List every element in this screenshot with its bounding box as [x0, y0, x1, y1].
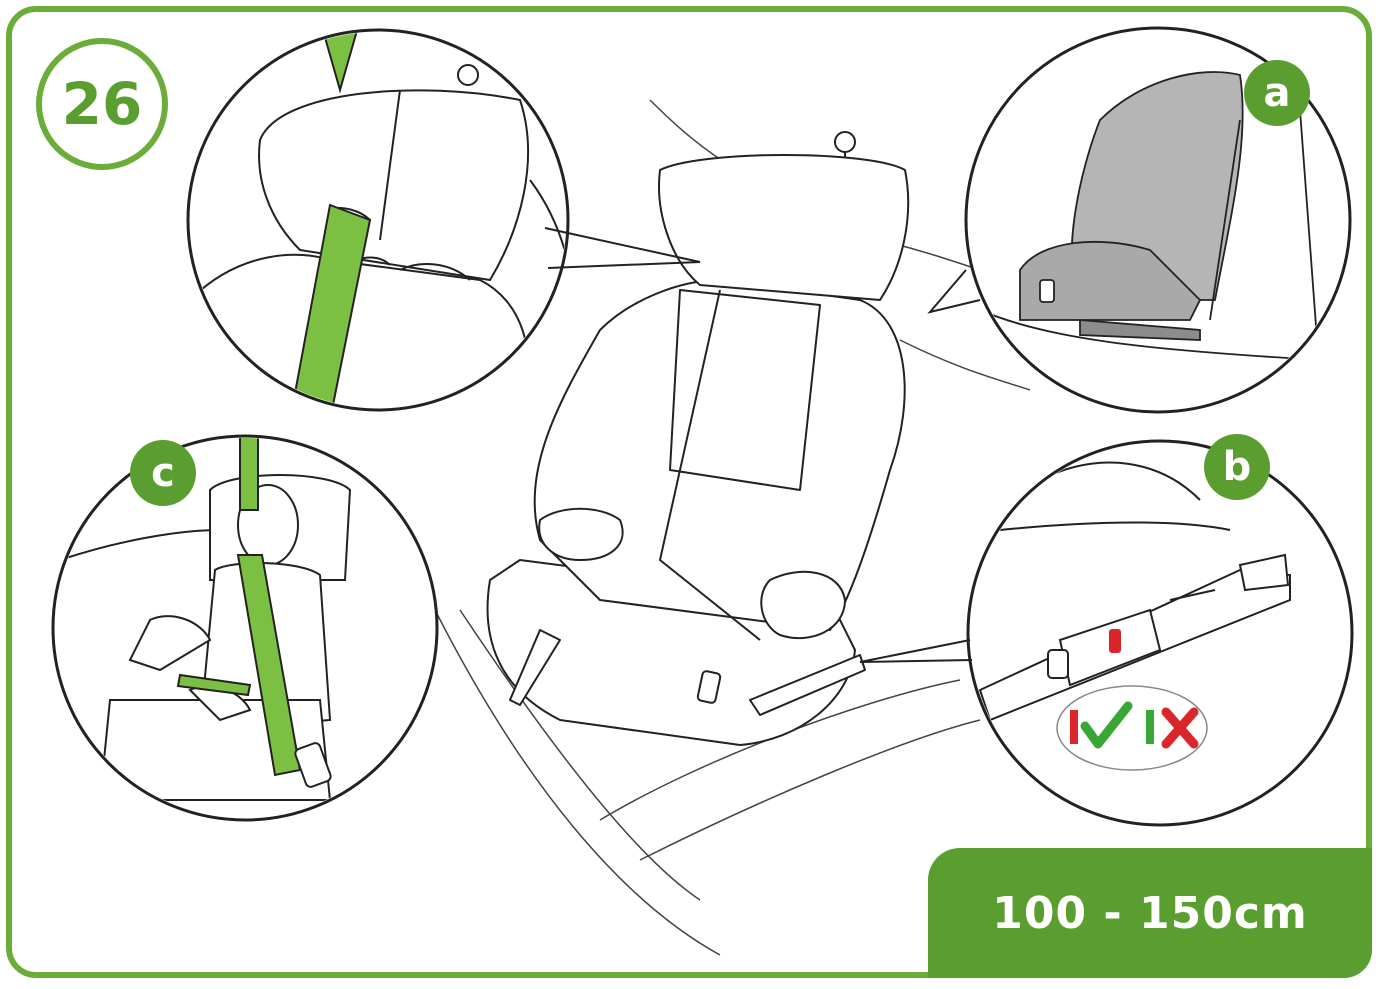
- armrest-right: [760, 570, 846, 640]
- check-icon: [1080, 701, 1133, 749]
- headrest: [658, 154, 910, 301]
- indicator-green-bar-err: [1146, 710, 1154, 744]
- belt-guide-line: [659, 289, 761, 641]
- cross-icon: [1161, 707, 1199, 749]
- armrest-left: [538, 507, 624, 561]
- pointer-seat: [927, 269, 981, 314]
- height-range-text: 100 - 150cm: [992, 887, 1308, 939]
- isofix-arm: [749, 654, 866, 716]
- seat-backrest: [533, 279, 906, 631]
- pointer-isofix: [859, 639, 973, 663]
- indicator-red-bar-ok: [1070, 710, 1078, 744]
- isofix-anchor-top: [834, 131, 856, 153]
- zoom-child-seated: [51, 434, 439, 822]
- zoom-isofix-indicator: [966, 439, 1354, 827]
- zoom-headrest-belt: [186, 28, 570, 412]
- height-range-box: 100 - 150cm: [928, 848, 1372, 978]
- indicator-legend: [1056, 685, 1208, 771]
- pointer-headrest: [544, 227, 701, 269]
- callout-badge-b: b: [1204, 434, 1270, 500]
- booster-seat-main: [486, 131, 910, 746]
- zoom-seat-grey: [964, 26, 1352, 414]
- callout-badge-a: a: [1244, 60, 1310, 126]
- callout-badge-c: c: [130, 440, 196, 506]
- outer-frame: [6, 6, 1372, 978]
- step-number: 26: [36, 38, 168, 170]
